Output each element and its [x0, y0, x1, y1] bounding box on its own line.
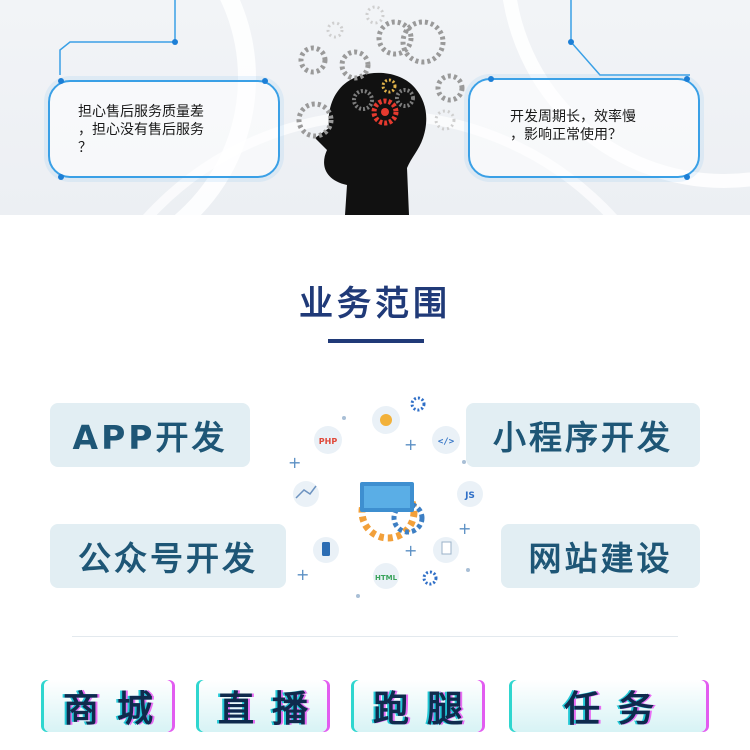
bubble-dot — [262, 78, 268, 84]
concern-text-left: 担心售后服务质量差 ，担心没有售后服务 ？ — [78, 104, 204, 156]
service-official-account[interactable]: 公众号开发 — [50, 524, 286, 588]
bubble-dot — [488, 76, 494, 82]
section-title: 业务范围 — [299, 284, 451, 324]
code-label: </> — [438, 437, 455, 447]
js-label: JS — [464, 491, 475, 501]
service-mini-program[interactable]: 小程序开发 — [466, 403, 700, 467]
service-website[interactable]: 网站建设 — [501, 524, 700, 588]
bubble-dot — [684, 174, 690, 180]
tag-mall[interactable]: 商城 — [44, 680, 172, 732]
connector-lines — [59, 0, 690, 76]
html-label: HTML — [375, 574, 398, 582]
tag-live[interactable]: 直播 — [199, 680, 327, 732]
tag-errand[interactable]: 跑腿 — [354, 680, 482, 732]
svg-text:+: + — [296, 565, 309, 584]
concern-bubble-left: 担心售后服务质量差 ，担心没有售后服务 ？ — [48, 78, 280, 180]
concern-text-right: 开发周期长，效率慢 ，影响正常使用？ — [510, 109, 636, 143]
svg-text:+: + — [404, 435, 417, 454]
section-divider — [72, 636, 678, 637]
bubble-dot — [58, 174, 64, 180]
svg-text:+: + — [404, 541, 417, 560]
concern-bubble-right: 开发周期长，效率慢 ，影响正常使用？ — [468, 76, 700, 180]
head-gears-icon — [296, 5, 465, 215]
bubble-dot — [58, 78, 64, 84]
development-illustration: PHP JS HTML </> + + + + + — [288, 396, 483, 598]
bubble-dot — [684, 76, 690, 82]
title-underline — [328, 339, 424, 343]
svg-text:+: + — [458, 519, 471, 538]
tag-task[interactable]: 任务 — [512, 680, 706, 732]
hero-banner: 担心售后服务质量差 ，担心没有售后服务 ？ 开发周期长，效率慢 ，影响正常使用？ — [0, 0, 750, 215]
service-app[interactable]: APP开发 — [50, 403, 250, 467]
svg-text:+: + — [288, 453, 301, 472]
php-label: PHP — [319, 437, 338, 446]
